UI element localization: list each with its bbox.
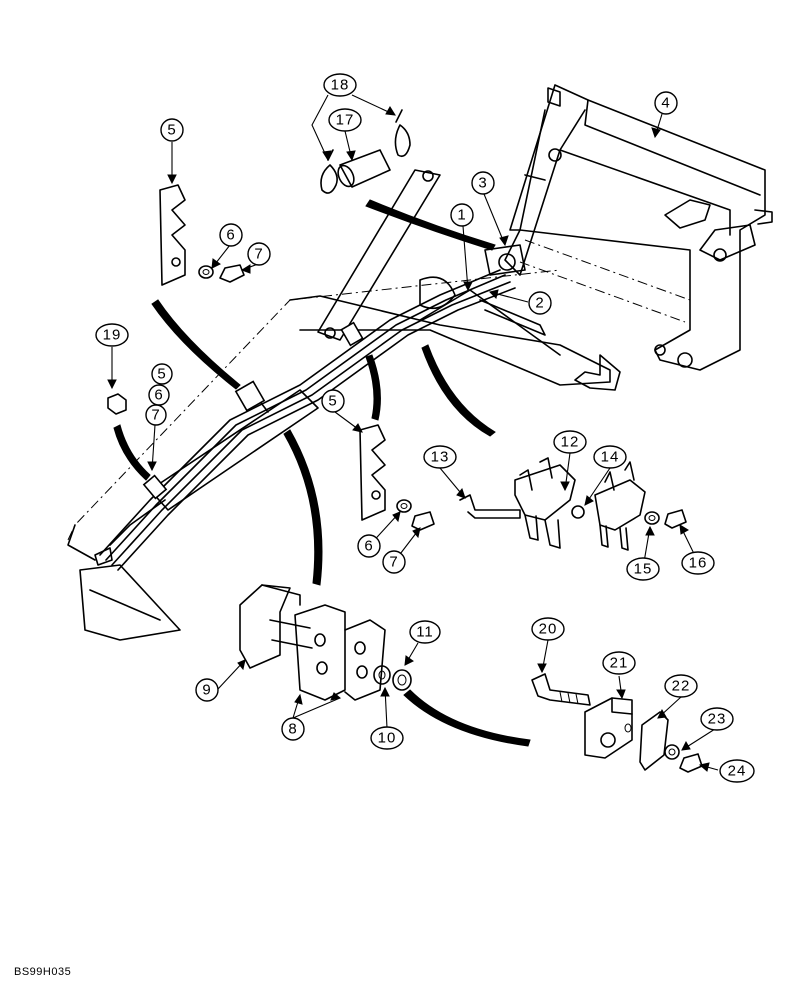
callout-21: 21 — [602, 651, 636, 675]
spacer-19-drawing — [107, 393, 127, 415]
callout-6-middle: 6 — [357, 534, 381, 558]
callout-label-9: 9 — [202, 682, 211, 699]
callout-label-23: 23 — [708, 711, 727, 728]
callout-label-2: 2 — [535, 295, 544, 312]
callout-9: 9 — [195, 678, 219, 702]
callout-6-upper: 6 — [219, 223, 243, 247]
callout-15: 15 — [626, 557, 660, 581]
callout-5-upper: 5 — [160, 118, 184, 142]
callout-18: 18 — [323, 73, 357, 97]
callout-label-4: 4 — [661, 95, 670, 112]
clamp-plate-assembly-drawing — [531, 673, 703, 773]
callout-label-12: 12 — [561, 434, 580, 451]
clamp-half-upper-drawing — [159, 184, 245, 286]
callout-11: 11 — [409, 620, 441, 644]
callout-label-20: 20 — [539, 621, 558, 638]
large-clamp-assembly-drawing — [239, 584, 412, 701]
callout-label-5-upper: 5 — [167, 122, 176, 139]
tube-clamp-assembly-drawing — [459, 457, 687, 551]
callout-label-14: 14 — [601, 449, 620, 466]
callout-4: 4 — [654, 91, 678, 115]
callout-label-5-middle: 5 — [328, 393, 337, 410]
callout-14: 14 — [593, 445, 627, 469]
callout-8: 8 — [281, 717, 305, 741]
callout-7-left: 7 — [145, 404, 167, 426]
callout-6-left: 6 — [148, 384, 170, 406]
callout-label-1: 1 — [457, 207, 466, 224]
callout-12: 12 — [553, 430, 587, 454]
callout-label-24: 24 — [728, 763, 747, 780]
callout-label-16: 16 — [689, 555, 708, 572]
callout-label-7-upper: 7 — [254, 246, 263, 263]
callout-label-19: 19 — [103, 327, 122, 344]
callout-label-11: 11 — [416, 624, 434, 641]
callout-label-6-middle: 6 — [364, 538, 373, 555]
callout-label-8: 8 — [288, 721, 297, 738]
callout-17: 17 — [328, 108, 362, 132]
callout-label-17: 17 — [336, 112, 355, 129]
callout-2: 2 — [528, 291, 552, 315]
callout-16: 16 — [681, 551, 715, 575]
callout-label-22: 22 — [672, 678, 691, 695]
loader-frame-drawing — [504, 84, 773, 371]
callout-label-7-middle: 7 — [389, 554, 398, 571]
callout-label-10: 10 — [378, 730, 397, 747]
callout-label-3: 3 — [478, 175, 487, 192]
clamp-half-middle-drawing — [359, 424, 435, 531]
callout-22: 22 — [664, 674, 698, 698]
callout-24: 24 — [719, 759, 755, 783]
callout-19: 19 — [95, 323, 129, 347]
callout-3: 3 — [471, 171, 495, 195]
callout-7-middle: 7 — [382, 550, 406, 574]
callout-1: 1 — [450, 203, 474, 227]
callout-label-15: 15 — [634, 561, 653, 578]
callout-10: 10 — [370, 726, 404, 750]
callout-label-6-left: 6 — [154, 387, 163, 404]
callout-arrowheads — [107, 106, 710, 772]
boom-assembly-drawing — [67, 169, 621, 641]
figure-id: BS99H035 — [14, 966, 72, 978]
callout-label-18: 18 — [331, 77, 350, 94]
callout-label-7-left: 7 — [151, 407, 160, 424]
callout-5-middle: 5 — [321, 389, 345, 413]
callout-label-6-upper: 6 — [226, 227, 235, 244]
callout-5-left: 5 — [151, 363, 173, 385]
pin-and-clips-drawing — [320, 109, 411, 194]
callout-label-21: 21 — [610, 655, 629, 672]
detail-arrows — [113, 199, 531, 747]
callout-20: 20 — [531, 617, 565, 641]
callout-7-upper: 7 — [247, 242, 271, 266]
callout-23: 23 — [700, 707, 734, 731]
callout-13: 13 — [423, 445, 457, 469]
callout-label-13: 13 — [431, 449, 450, 466]
callout-label-5-left: 5 — [157, 366, 166, 383]
